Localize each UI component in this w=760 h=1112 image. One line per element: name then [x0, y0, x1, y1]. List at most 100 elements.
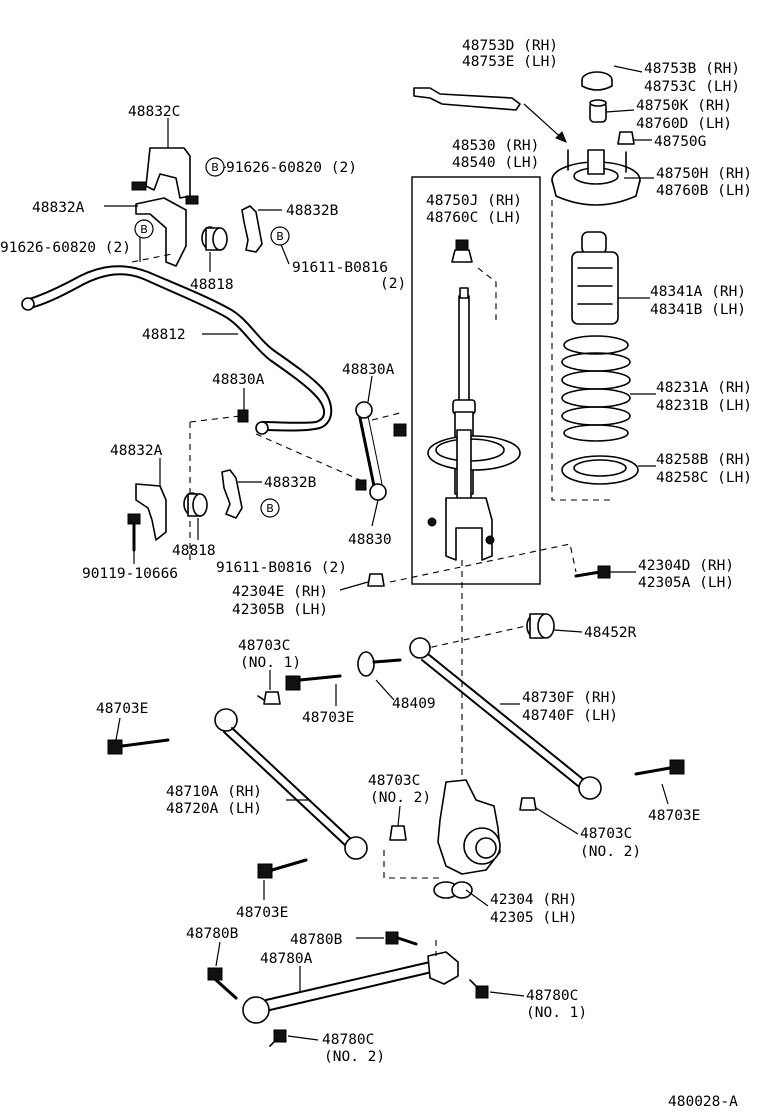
leader-lines	[104, 65, 669, 1041]
bracket-upper	[131, 147, 199, 205]
label-48830: 48830	[348, 532, 392, 548]
badge-b-2: B	[134, 219, 154, 239]
label-48753b: 48753B (RH)	[644, 61, 740, 77]
label-48703e-right: 48703E	[648, 808, 700, 824]
label-48703c-no2-b-sub: (NO. 2)	[580, 844, 641, 860]
cam-48409	[357, 651, 402, 677]
label-48780c-no1-sub: (NO. 1)	[526, 1005, 587, 1021]
label-48760d: 48760D (LH)	[636, 116, 732, 132]
badge-b-4: B	[260, 498, 280, 518]
label-48409: 48409	[392, 696, 436, 712]
spring-seat-insulator	[561, 455, 639, 485]
arm-48780a	[242, 951, 459, 1024]
label-48750g: 48750G	[654, 134, 706, 150]
label-48730f: 48730F (RH)	[522, 690, 618, 706]
label-48530: 48530 (RH)	[452, 138, 539, 154]
label-48832b-top: 48832B	[286, 203, 339, 219]
label-48832a-low: 48832A	[110, 443, 163, 459]
clip-48832b-low	[221, 469, 243, 519]
label-48832b-low: 48832B	[264, 475, 317, 491]
nut-42304e	[367, 573, 385, 587]
label-42305b: 42305B (LH)	[232, 602, 328, 618]
label-48703c-no2-a-sub: (NO. 2)	[370, 790, 431, 806]
bump-boot	[571, 231, 619, 325]
nut-48703c-no2-a	[389, 825, 407, 841]
label-48780b-mid: 48780B	[290, 932, 343, 948]
bushing-top	[201, 226, 228, 251]
link-dash	[189, 411, 405, 560]
bolt-48703e-low	[257, 858, 308, 879]
label-91611-top-qty: (2)	[380, 276, 406, 292]
label-42305a: 42305A (LH)	[638, 575, 734, 591]
label-48540: 48540 (LH)	[452, 155, 539, 171]
label-48740f: 48740F (LH)	[522, 708, 618, 724]
label-48703e-mid: 48703E	[302, 710, 354, 726]
nut-48703c-no2-b	[519, 797, 537, 811]
label-91611-top: 91611-B0816	[292, 260, 388, 276]
label-48703e-low: 48703E	[236, 905, 288, 921]
label-42304d: 42304D (RH)	[638, 558, 734, 574]
label-48760b: 48760B (LH)	[656, 183, 752, 199]
nut-48703c-no1	[257, 691, 281, 705]
shock-absorber-strut	[427, 295, 521, 561]
label-48818-low: 48818	[172, 543, 216, 559]
label-48830a-right: 48830A	[342, 362, 395, 378]
bolt-48780b-left	[207, 967, 238, 1000]
label-48780c-no1: 48780C	[526, 988, 578, 1004]
stab-dash-top	[131, 253, 173, 263]
stabilizer-link	[355, 401, 407, 501]
label-48750k: 48750K (RH)	[636, 98, 732, 114]
part-labels: 48753D (RH) 48753E (LH) 48753B (RH) 4875…	[0, 38, 752, 1110]
badge-letter: B	[140, 223, 148, 236]
strut-assembly-box	[411, 176, 541, 585]
nut-48780c-no2	[269, 1029, 287, 1047]
label-90119: 90119-10666	[82, 566, 178, 582]
badge-letter: B	[276, 230, 284, 243]
badge-letter: B	[211, 161, 219, 174]
strut-top-nut	[451, 239, 497, 320]
arm-dash-top	[409, 625, 527, 653]
label-42305: 42305 (LH)	[490, 910, 577, 926]
label-48818-top: 48818	[190, 277, 234, 293]
knuckle-dash-low	[383, 850, 440, 879]
label-48780c-no2: 48780C	[322, 1032, 374, 1048]
label-91611-low: 91611-B0816 (2)	[216, 560, 347, 576]
clip-48832b-top	[241, 205, 263, 253]
coil-spring	[561, 335, 631, 442]
figure-code: 480028-A	[668, 1094, 738, 1110]
bolt-48703e-mid	[285, 674, 342, 691]
label-48231a: 48231A (RH)	[656, 380, 752, 396]
bolt-48703e-right	[634, 759, 685, 776]
mount-nut	[617, 131, 635, 145]
arm-48730f	[409, 637, 602, 800]
label-48341a: 48341A (RH)	[650, 284, 746, 300]
label-48753d: 48753D (RH)	[462, 38, 558, 54]
mount-cushion	[589, 99, 607, 123]
badge-letter: B	[266, 502, 274, 515]
bolt-48703e-left	[107, 738, 170, 755]
label-48832a-top: 48832A	[32, 200, 85, 216]
label-48832c: 48832C	[128, 104, 180, 120]
label-42304: 42304 (RH)	[490, 892, 577, 908]
upper-support-bracket	[413, 87, 567, 143]
label-48720a: 48720A (LH)	[166, 801, 262, 817]
bolt-90119	[127, 513, 141, 552]
bolt-42304d	[574, 565, 611, 579]
label-91626-right: 91626-60820 (2)	[226, 160, 357, 176]
label-48780a: 48780A	[260, 951, 313, 967]
bushing-48452r	[526, 613, 555, 639]
label-48812: 48812	[142, 327, 186, 343]
label-48703c-no2-b: 48703C	[580, 826, 632, 842]
label-48753c: 48753C (LH)	[644, 79, 740, 95]
label-48753e: 48753E (LH)	[462, 54, 558, 70]
label-48780c-no2-sub: (NO. 2)	[324, 1049, 385, 1065]
label-48710a: 48710A (RH)	[166, 784, 262, 800]
bushing-low	[183, 492, 208, 517]
label-48830a-left: 48830A	[212, 372, 265, 388]
label-48703c-no2-a: 48703C	[368, 773, 420, 789]
bolt-48780b-mid	[385, 931, 418, 946]
label-48780b-left: 48780B	[186, 926, 239, 942]
label-48341b: 48341B (LH)	[650, 302, 746, 318]
label-48452r: 48452R	[584, 625, 637, 641]
